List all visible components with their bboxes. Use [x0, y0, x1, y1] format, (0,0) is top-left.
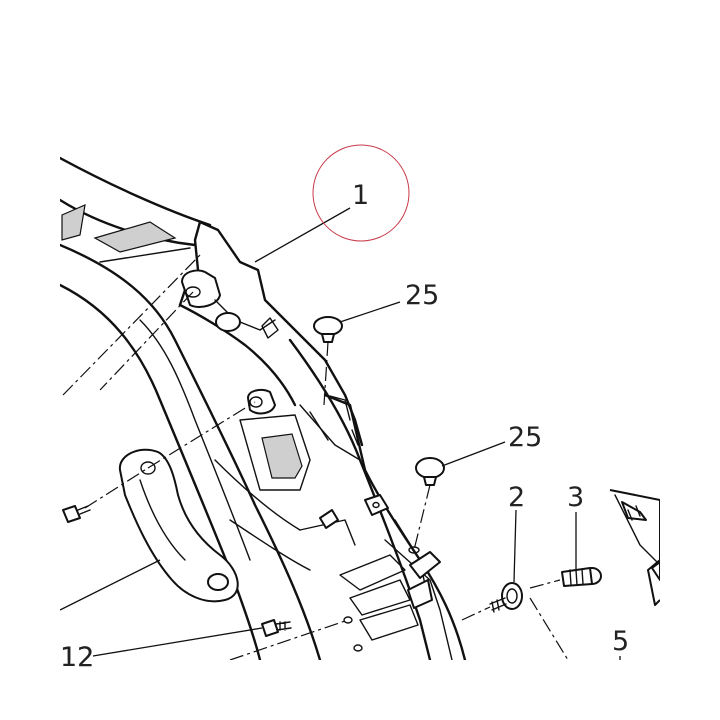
- callout-5: 5: [612, 626, 629, 657]
- bolt-12[interactable]: [261, 619, 292, 637]
- rubber-plug-25-lower[interactable]: [415, 457, 445, 486]
- bottom-mask: [0, 660, 720, 720]
- callout-25-upper: 25: [405, 280, 439, 311]
- leader-lines: [60, 207, 621, 660]
- rubber-plug-25-upper[interactable]: [313, 316, 343, 343]
- callout-1: 1: [352, 180, 369, 211]
- hex-screw-3[interactable]: [561, 567, 602, 587]
- callout-3: 3: [567, 482, 584, 513]
- rear-frame-part[interactable]: [60, 156, 467, 660]
- callout-25-lower: 25: [508, 422, 542, 453]
- bolt-left[interactable]: [62, 505, 91, 523]
- bolt-washer-2[interactable]: [489, 582, 523, 613]
- swing-bracket-part[interactable]: [118, 448, 239, 603]
- part-5-bracket[interactable]: [609, 489, 660, 606]
- alignment-lines: [62, 254, 569, 660]
- highlight-circle: [312, 144, 410, 242]
- callout-2: 2: [508, 482, 525, 513]
